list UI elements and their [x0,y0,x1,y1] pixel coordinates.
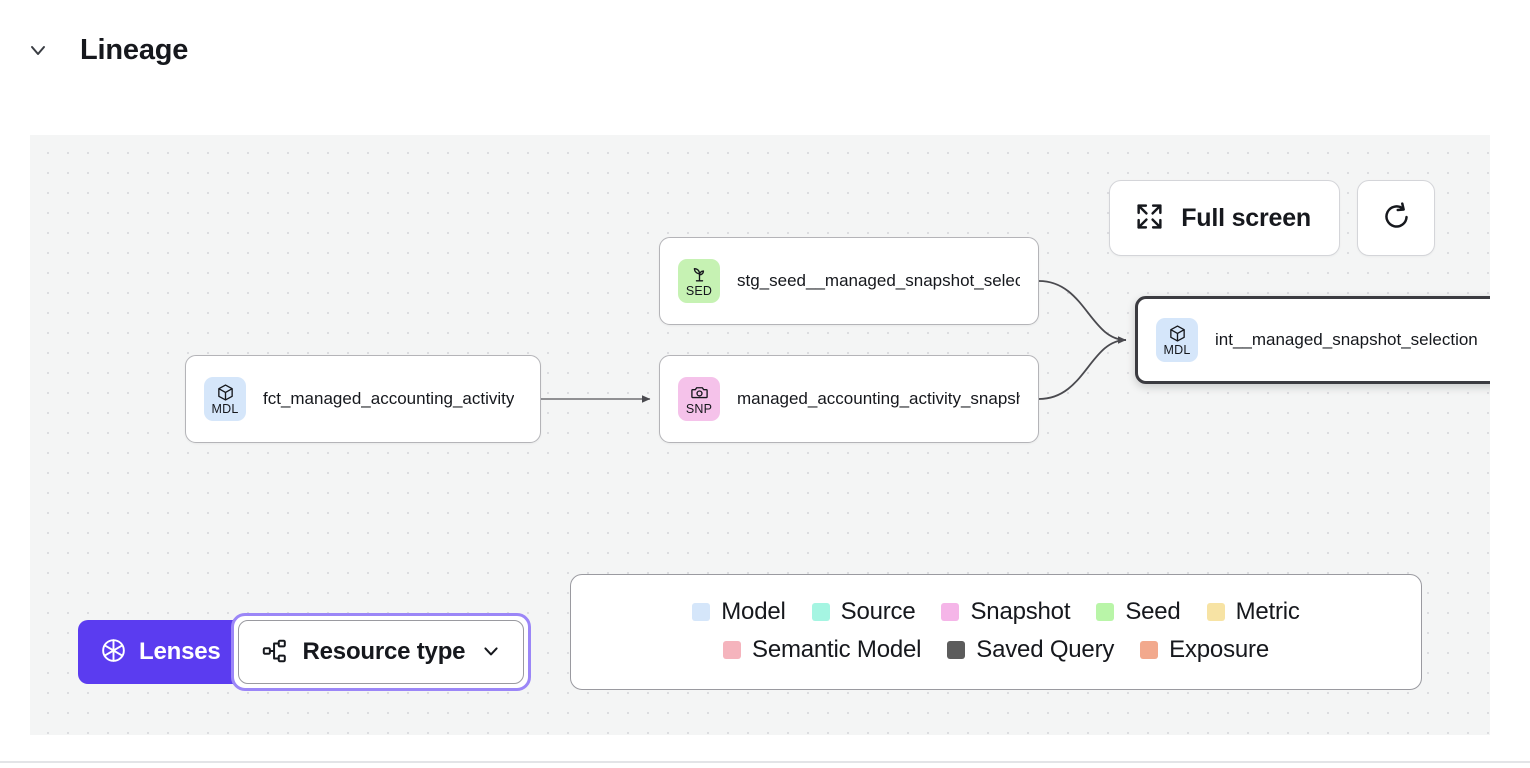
legend-swatch [811,603,830,621]
resource-type-badge-mdl: MDL [204,377,246,421]
legend-item-model: Model [692,598,786,626]
lineage-legend: Model Source Snapshot Seed Metric S [570,574,1422,690]
legend-label: Snapshot [970,598,1071,625]
legend-label: Saved Query [976,636,1115,663]
legend-item-metric: Metric [1206,598,1300,626]
legend-swatch [723,641,742,659]
legend-item-exposure: Exposure [1140,636,1269,664]
node-label: stg_seed__managed_snapshot_selecti... [737,271,1020,290]
edge-bezier-upper [1038,280,1127,341]
legend-item-seed: Seed [1096,598,1181,626]
badge-abbr: MDL [211,401,239,416]
legend-row: Model Source Snapshot Seed Metric [597,593,1395,631]
camera-icon [690,383,709,402]
lineage-toolbar: Lenses Resource type [78,613,532,691]
fullscreen-label: Full screen [1181,203,1311,232]
lineage-canvas[interactable]: MDL fct_managed_accounting_activity SED … [30,135,1490,735]
legend-label: Metric [1235,598,1300,625]
page-title: Lineage [80,33,189,66]
legend-swatch [1096,603,1115,621]
legend-swatch [941,603,960,621]
legend-row: Semantic Model Saved Query Exposure [597,631,1395,669]
legend-swatch [1206,603,1225,621]
canvas-controls: Full screen [1109,180,1435,256]
legend-label: Model [721,598,786,625]
chevron-down-icon [26,38,50,62]
legend-swatch [1140,641,1159,659]
legend-item-source: Source [811,598,916,626]
lineage-section-header: Lineage [0,0,1530,100]
legend-item-semantic-model: Semantic Model [723,636,921,664]
cube-icon [216,383,235,402]
lineage-node-managed-accounting-activity-snapshot[interactable]: SNP managed_accounting_activity_snapshot [659,355,1039,443]
node-label: int__managed_snapshot_selection [1215,330,1478,349]
lineage-node-fct-managed-accounting-activity[interactable]: MDL fct_managed_accounting_activity [185,355,541,443]
lenses-label: Lenses [139,638,221,665]
badge-abbr: MDL [1163,342,1191,357]
hierarchy-icon [261,637,289,668]
refresh-icon [1380,200,1413,236]
lineage-node-int-managed-snapshot-selection[interactable]: MDL int__managed_snapshot_selection [1135,296,1490,384]
legend-swatch [692,603,711,621]
expand-arrows-icon [1134,201,1165,235]
resource-type-badge-sed: SED [678,259,720,303]
cube-icon [1168,324,1187,343]
legend-item-snapshot: Snapshot [941,598,1071,626]
badge-abbr: SNP [685,401,713,416]
legend-swatch [947,641,966,659]
node-label: fct_managed_accounting_activity [263,389,515,408]
section-collapse-toggle[interactable] [18,30,58,70]
lenses-button[interactable]: Lenses [78,620,245,684]
resource-type-dropdown[interactable]: Resource type [237,620,525,684]
resource-type-label: Resource type [302,638,466,665]
aperture-icon [100,637,127,667]
resource-type-focus-ring: Resource type [230,613,532,691]
fullscreen-button[interactable]: Full screen [1109,180,1340,256]
legend-label: Semantic Model [752,636,922,663]
node-label: managed_accounting_activity_snapshot [737,389,1020,408]
badge-abbr: SED [685,283,713,298]
legend-label: Exposure [1169,636,1269,663]
bottom-divider [0,761,1530,763]
resource-type-badge-snp: SNP [678,377,720,421]
legend-label: Source [840,598,916,625]
chevron-down-icon [479,639,503,666]
resource-type-badge-mdl: MDL [1156,318,1198,362]
edge-bezier-lower [1038,336,1127,400]
legend-item-saved-query: Saved Query [947,636,1114,664]
legend-label: Seed [1125,598,1181,625]
lineage-node-stg-seed-managed-snapshot-selection[interactable]: SED stg_seed__managed_snapshot_selecti..… [659,237,1039,325]
refresh-button[interactable] [1357,180,1435,256]
seedling-icon [690,265,709,284]
